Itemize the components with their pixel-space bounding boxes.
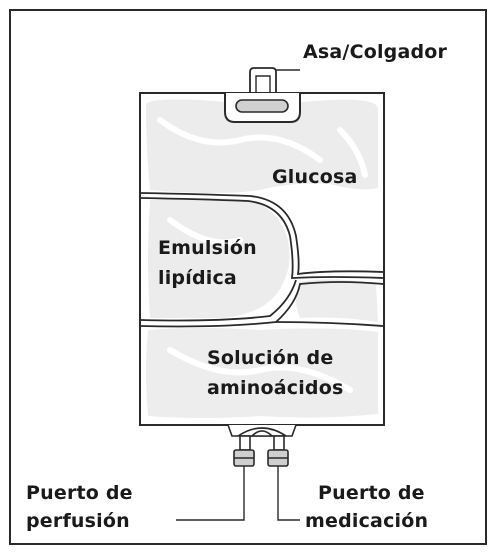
label-medication-line1: Puerto de	[318, 482, 425, 504]
hanger	[224, 67, 301, 123]
label-amino-line2: aminoácidos	[207, 377, 344, 399]
label-lipid-line2: lipídica	[158, 267, 237, 289]
figure-frame	[9, 9, 487, 545]
label-hanger: Asa/Colgador	[303, 41, 448, 63]
label-amino-line1: Solución de	[207, 347, 334, 369]
label-medication-line2: medicación	[305, 510, 429, 532]
label-lipid-line1: Emulsión	[158, 237, 257, 259]
label-infusion-line2: perfusión	[26, 510, 130, 532]
label-glucose: Glucosa	[272, 166, 358, 188]
ports	[176, 424, 300, 521]
bag-highlights	[157, 117, 368, 393]
label-infusion-line1: Puerto de	[26, 482, 133, 504]
compartment-seals	[140, 192, 384, 328]
